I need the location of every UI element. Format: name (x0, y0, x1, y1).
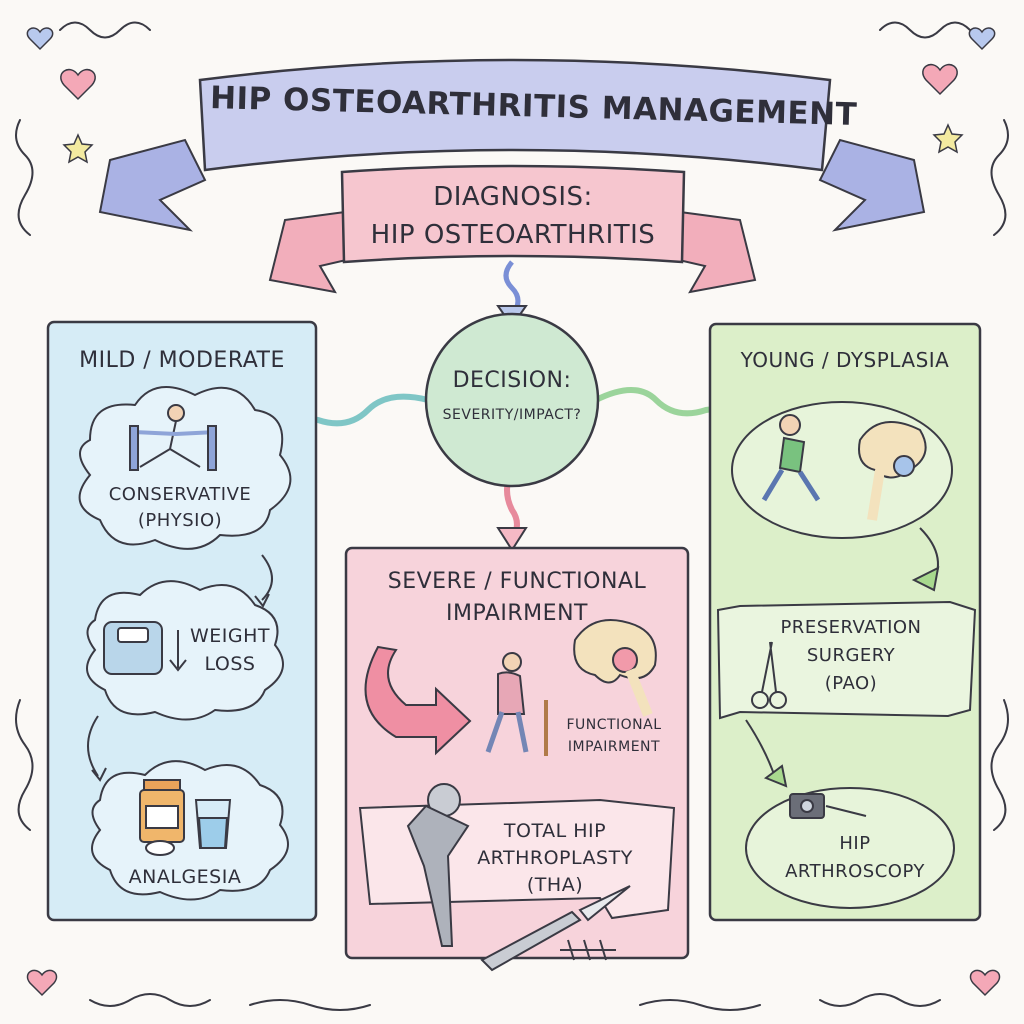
hip-implant-icon (406, 783, 470, 947)
walking-elderly-person-icon (485, 652, 548, 756)
heart-icon-group (26, 63, 1001, 997)
middle-header-line-1: SEVERE / FUNCTIONAL (387, 569, 647, 594)
pao-ribbon (716, 600, 977, 720)
scalpel-icon (480, 885, 631, 972)
arthroscopy-label: HIP ARTHROSCOPY (770, 830, 940, 886)
middle-panel (344, 546, 690, 972)
preservation-line-3: (PAO) (824, 673, 878, 694)
star-icon (62, 133, 94, 164)
impairment-line-2: IMPAIRMENT (567, 739, 661, 755)
diagnosis-ribbon (268, 164, 757, 294)
heart-icon-group-blue (26, 27, 996, 51)
surgical-scissors-icon (751, 641, 787, 709)
impairment-line-1: FUNCTIONAL (566, 717, 662, 733)
arthroscopy-line-1: HIP (839, 833, 871, 854)
step-weight-loss-line-2: LOSS (204, 653, 256, 675)
preservation-line-1: PRESERVATION (780, 617, 922, 638)
step-conservative-line-2: (PHYSIO) (137, 510, 223, 531)
tha-label: TOTAL HIP ARTHROPLASTY (THA) (460, 818, 650, 899)
camera-icon (789, 793, 867, 819)
heart-icon (26, 27, 54, 51)
arrow-step (261, 554, 273, 601)
tha-line-1: TOTAL HIP (503, 820, 607, 842)
swirl-border (15, 21, 1009, 1011)
curved-arrow-icon (364, 645, 472, 756)
tha-line-2: ARTHROPLASTY (477, 847, 633, 869)
heart-icon (60, 68, 96, 101)
diagnosis-line-1: DIAGNOSIS: (433, 182, 593, 212)
middle-header-line-2: IMPAIRMENT (446, 601, 588, 626)
right-panel-header: YOUNG / DYSPLASIA (740, 348, 950, 372)
arthroscopy-line-2: ARTHROSCOPY (785, 861, 925, 882)
left-panel-header: MILD / MODERATE (79, 348, 285, 373)
hip-joint-icon (573, 619, 657, 717)
young-active-ellipse (731, 401, 953, 539)
preservation-line-2: SURGERY (806, 645, 896, 666)
tha-line-3: (THA) (526, 874, 584, 896)
left-panel (46, 320, 318, 922)
heart-icon (969, 969, 1001, 997)
title-ribbon (98, 58, 926, 232)
diagnosis-line-2: HIP OSTEOARTHRITIS (370, 220, 656, 250)
preservation-surgery-label: PRESERVATION SURGERY (PAO) (766, 614, 936, 698)
step-cloud (86, 580, 284, 721)
decision-line-2: SEVERITY/IMPACT? (442, 407, 582, 423)
decision-circle (424, 312, 600, 488)
decision-label: DECISION: SEVERITY/IMPACT? (430, 364, 594, 432)
star-icon (932, 123, 964, 154)
stitches-icon (560, 939, 616, 961)
step-analgesia-label: ANALGESIA (128, 866, 242, 888)
heart-icon (922, 63, 958, 96)
scale-icon (103, 621, 187, 675)
right-panel (708, 322, 982, 922)
stretching-person-icon (129, 404, 217, 471)
step-conservative-line-1: CONSERVATIVE (108, 484, 252, 505)
diagnosis-label: DIAGNOSIS: HIP OSTEOARTHRITIS (350, 178, 676, 254)
decision-line-1: DECISION: (452, 368, 572, 393)
water-glass-icon (194, 799, 232, 849)
hip-bone-icon (858, 421, 927, 521)
running-boy-icon (761, 414, 821, 502)
step-weight-loss-line-1: WEIGHT (189, 625, 270, 647)
middle-panel-header: SEVERE / FUNCTIONAL IMPAIRMENT (350, 566, 684, 630)
heart-icon (26, 969, 58, 997)
functional-impairment-label: FUNCTIONAL IMPAIRMENT (556, 714, 672, 758)
step-weight-loss-label: WEIGHT LOSS (185, 622, 275, 678)
heart-icon (968, 27, 996, 51)
arrow-step (87, 715, 99, 777)
step-conservative-label: CONSERVATIVE (PHYSIO) (90, 482, 270, 534)
medicine-bottle-icon (139, 779, 185, 856)
